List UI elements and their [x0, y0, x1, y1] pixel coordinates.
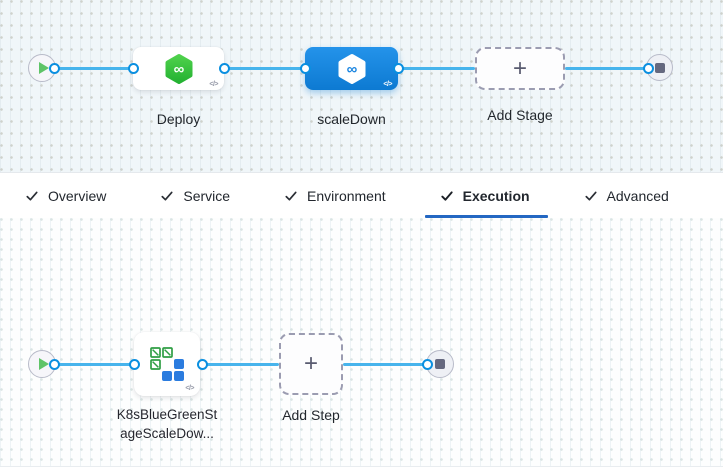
add-step-button[interactable]: +	[279, 333, 343, 395]
check-icon	[284, 189, 298, 203]
add-stage-label: Add Stage	[487, 107, 553, 123]
stage-config-tabs: Overview Service Environment Execution A…	[0, 172, 723, 218]
tab-advanced[interactable]: Advanced	[584, 173, 669, 218]
stage-card-deploy[interactable]: ∞ </>	[133, 47, 224, 90]
canvas-bottom-strip	[0, 466, 723, 474]
step-card-k8s-bg-scaledown[interactable]: </>	[134, 332, 200, 396]
stage-connector-line	[54, 66, 475, 70]
code-icon[interactable]: </>	[383, 81, 392, 88]
check-icon	[440, 189, 454, 203]
play-icon	[38, 62, 49, 74]
cd-stage-icon: ∞	[165, 53, 192, 84]
play-icon	[38, 358, 49, 370]
check-icon	[25, 189, 39, 203]
execution-graph-canvas[interactable]: </> + K8sBlueGreenSt ageScaleDow... Add …	[0, 218, 723, 466]
tab-overview[interactable]: Overview	[25, 173, 106, 218]
stage-label-deploy: Deploy	[156, 111, 201, 127]
stage-connector-line	[565, 66, 648, 70]
plus-icon: +	[303, 350, 318, 377]
tab-label: Overview	[48, 187, 107, 204]
port-exec-end-in[interactable]	[421, 358, 433, 370]
step-label-line2: ageScaleDow...	[120, 426, 214, 441]
code-icon[interactable]: </>	[209, 81, 218, 88]
port-scaledown-out[interactable]	[392, 62, 404, 74]
port-deploy-out[interactable]	[218, 62, 230, 74]
tab-label: Advanced	[606, 187, 669, 204]
step-connector-line	[343, 362, 427, 366]
check-icon	[160, 189, 174, 203]
stage-label-scaledown: scaleDown	[317, 111, 386, 127]
stop-icon	[435, 359, 445, 369]
step-label-line1: K8sBlueGreenSt	[116, 407, 218, 422]
add-step-label: Add Step	[282, 407, 340, 423]
tab-service[interactable]: Service	[160, 173, 230, 218]
pipeline-end-node	[646, 54, 673, 81]
stage-graph-canvas[interactable]: ∞ </> ∞ </> + Deploy scaleDown Add	[0, 0, 723, 172]
check-icon	[584, 189, 598, 203]
port-step-in[interactable]	[128, 358, 140, 370]
tab-execution[interactable]: Execution	[424, 173, 548, 218]
port-end-in[interactable]	[642, 62, 654, 74]
port-scaledown-in[interactable]	[299, 62, 311, 74]
tab-label: Execution	[462, 187, 530, 204]
cd-stage-icon-selected: ∞	[338, 53, 365, 84]
k8s-blue-green-scaledown-icon	[150, 347, 184, 381]
port-start-out[interactable]	[48, 62, 60, 74]
stage-card-scaledown[interactable]: ∞ </>	[305, 47, 398, 90]
plus-icon: +	[512, 54, 527, 82]
tab-label: Service	[183, 187, 231, 204]
add-stage-button[interactable]: +	[475, 47, 565, 90]
svg-text:∞: ∞	[173, 61, 184, 78]
tab-label: Environment	[307, 187, 386, 204]
step-label: K8sBlueGreenSt ageScaleDow...	[102, 405, 232, 443]
tab-environment[interactable]: Environment	[284, 173, 386, 218]
svg-text:∞: ∞	[346, 61, 357, 78]
port-step-out[interactable]	[196, 358, 208, 370]
port-deploy-in[interactable]	[127, 62, 139, 74]
stop-icon	[654, 62, 665, 73]
code-icon[interactable]: </>	[185, 385, 194, 392]
port-exec-start-out[interactable]	[48, 358, 60, 370]
